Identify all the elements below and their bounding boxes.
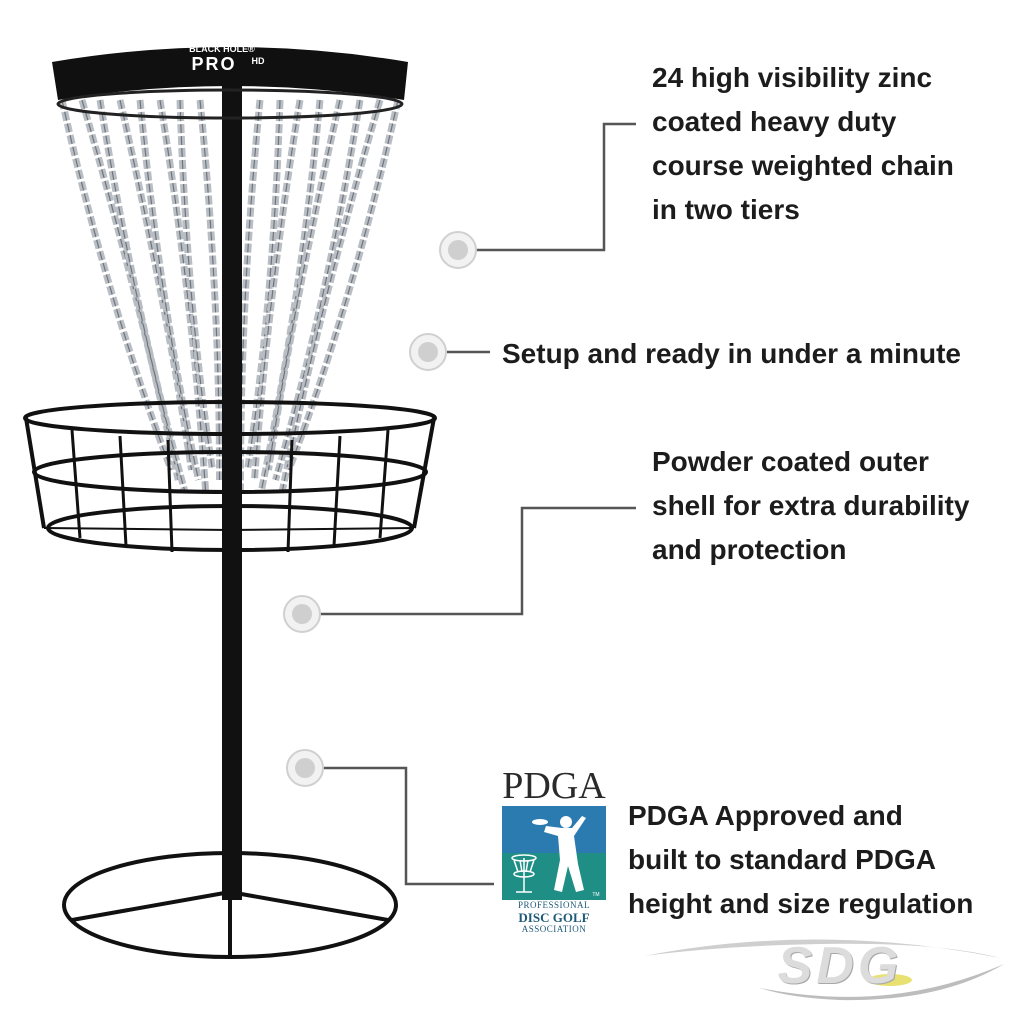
pdga-caption-line1: PROFESSIONAL [517,900,590,910]
chain-strand-shade [246,99,281,471]
chain-strand-shade [288,99,399,471]
chain-strand-shade [139,99,200,481]
brand-small-text: BLACK HOLE® [189,44,255,54]
feature-chain-text: 24 high visibility zinc coated heavy dut… [652,62,954,225]
basket-cage [23,400,437,553]
chain-strand-shade [281,99,381,491]
chain-strand-shade [61,99,172,471]
pdga-tm-text: TM [592,892,599,898]
chain-strand-shade [159,99,207,491]
sdg-logo: SDG [640,928,1010,1008]
pdga-wordmark: PDGA [502,765,606,807]
callout-line-pdga [305,766,494,886]
pdga-caption-line2: DISC GOLF [518,910,590,925]
chain-strand-shade [99,99,186,491]
basket-base [62,851,398,959]
chain-strand-shade [267,99,341,471]
callout-marker-pdga [286,749,324,787]
chain-curtain [58,99,402,491]
model-suffix-text: HD [252,56,265,66]
pdga-emblem-icon: TM [502,806,606,900]
callout-line-shell [302,506,636,616]
callout-line-chain [458,122,636,252]
callout-marker-shell [283,595,321,633]
feature-setup-text: Setup and ready in under a minute [502,338,961,369]
chain-strand-shade [179,99,214,471]
pdga-caption-line3: ASSOCIATION [521,924,587,934]
sdg-logo-text: SDG [777,937,903,995]
callout-marker-chain [439,231,477,269]
sdg-swoosh-icon [644,939,1004,1001]
callout-marker-setup [409,333,447,371]
pdga-logo: PDGA TM PROFESSIONAL DISC GOLF ASSOCIATI… [500,766,608,936]
chain-strand-shade [260,99,321,491]
feature-shell-text: Powder coated outer shell for extra dura… [652,446,970,565]
chain-strand-shade [199,99,221,481]
disc-golf-basket-illustration: BLACK HOLE® PRO HD [23,44,437,959]
feature-pdga-text: PDGA Approved and built to standard PDGA… [628,800,974,919]
pdga-caption: PROFESSIONAL DISC GOLF ASSOCIATION [500,900,608,935]
chain-strand-shade [253,99,301,481]
model-text: PRO [191,54,236,74]
top-band [52,47,408,120]
